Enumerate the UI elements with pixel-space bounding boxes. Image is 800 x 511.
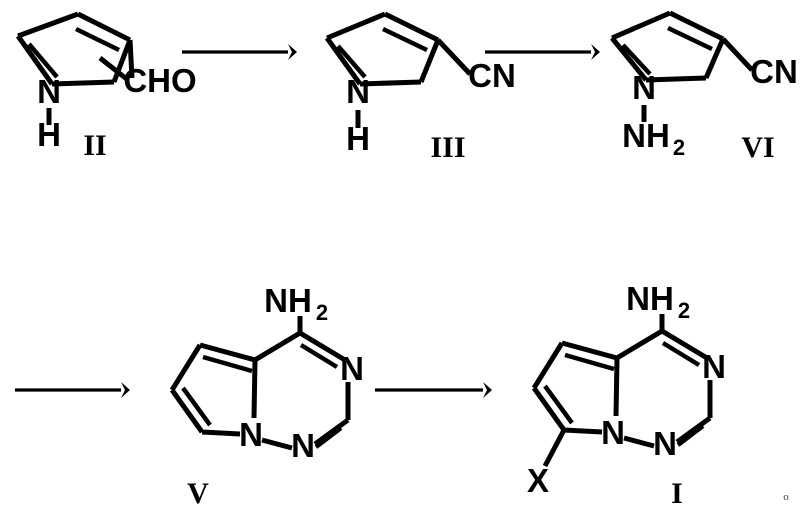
substituent-label-cn-vi: CN [750, 53, 798, 90]
compound-label-II: II [83, 129, 106, 162]
compound-II-structure: N H CHO [15, 11, 197, 153]
compound-V-structure: N N N NH 2 [169, 282, 364, 464]
bond-iii-c2-cn [436, 38, 472, 76]
reaction-arrow-2 [485, 44, 600, 60]
bond-vi-c2-n [703, 38, 726, 79]
atom-label-v-n3: N [340, 350, 364, 387]
substituent-label-x: X [527, 462, 549, 499]
bond-v-c4a-c5 [199, 342, 256, 363]
atom-label-v-n8: N [239, 416, 263, 453]
bond-v-c6-c7 [169, 388, 205, 434]
bond-v-c5-c6 [169, 343, 203, 392]
compound-I-structure: N N N NH 2 X [527, 280, 726, 499]
bond-i-n1-n8 [623, 435, 655, 449]
bond-v-c4a-c4 [253, 330, 302, 363]
double-bond-iii-inner-right [382, 26, 428, 53]
atom-label-i-n8: N [601, 414, 625, 451]
bond-i-c5-c6 [531, 341, 565, 390]
reaction-arrow-4 [375, 382, 492, 398]
bond-i-c6-c7 [531, 386, 567, 432]
bond-i-c7-n8 [563, 427, 603, 435]
bond-v-n1-n8 [261, 437, 293, 451]
atom-label-iii-n-hydrogen: H [346, 120, 370, 157]
amine-subscript-v: 2 [316, 300, 328, 325]
double-bond-i-c4-n3-inner [661, 341, 701, 367]
double-bond-i-c6-c7-inner [543, 384, 574, 425]
substituent-label-cho: CHO [123, 62, 196, 99]
compound-label-V: V [187, 477, 209, 510]
double-bond-iii-inner-left [336, 44, 367, 79]
bond-iii-c3-c2 [383, 11, 440, 43]
double-bond-i-c4a-c5-inner [564, 352, 615, 372]
bond-to-cho-link [98, 56, 130, 82]
atom-label-v-n1: N [291, 427, 315, 464]
substituent-label-cn-iii: CN [468, 57, 516, 94]
bond-i-c4a-c5 [561, 340, 618, 361]
arrow-3-head [121, 382, 130, 398]
arrow-2-head [591, 44, 600, 60]
compound-III-structure: N H CN [324, 11, 516, 157]
atom-label-vi-ring-nitrogen: N [632, 69, 656, 106]
double-bond-v-c4a-c5-inner [202, 354, 253, 374]
bond-c4-c3 [17, 11, 79, 39]
atom-label-i-n3: N [702, 348, 726, 385]
double-bond-v-c6-c7-inner [181, 386, 212, 427]
bond-i-c4-n3 [660, 328, 709, 361]
bond-c2-cho [127, 39, 135, 79]
reaction-arrow-3 [15, 382, 130, 398]
double-bond-inner-left [27, 42, 59, 79]
bond-v-n8-c4a [251, 359, 258, 419]
bond-c2-n [111, 39, 133, 83]
bond-vi-n-c4 [645, 75, 707, 83]
double-bond-inner-right [75, 26, 120, 53]
bond-vi-c2-cn [721, 37, 754, 72]
double-bond-vi-inner-left [621, 43, 652, 76]
bond-iii-c4-c3 [326, 11, 386, 41]
atom-label-i-n1: N [653, 425, 677, 462]
double-bond-i-c2-n1-inner [676, 424, 705, 447]
compound-label-I: I [671, 477, 683, 510]
double-bond-vi-inner-right [667, 25, 713, 52]
bond-i-c2-n1 [675, 415, 712, 445]
amine-label-vi: NH [622, 117, 670, 154]
bond-i-c4a-c4 [615, 328, 664, 361]
atom-label-n-hydrogen: H [37, 116, 61, 153]
compound-VI-structure: N NH 2 CN [610, 10, 798, 160]
corner-mark: o [783, 491, 789, 503]
arrow-1-head [288, 44, 297, 60]
bond-vi-c4-c3 [611, 10, 671, 41]
double-bond-v-c4-n3-inner [299, 343, 339, 369]
bond-c3-c2 [76, 11, 132, 43]
bond-n-c4 [51, 79, 115, 87]
amine-label-i: NH [626, 280, 674, 317]
bond-v-c4-n3 [298, 330, 347, 363]
amine-label-v: NH [264, 282, 312, 319]
bond-v-c2-n1 [313, 417, 350, 447]
bond-i-c7-x [542, 428, 567, 468]
bond-i-n8-c4a [613, 357, 620, 417]
arrow-4-head [483, 382, 492, 398]
bond-iii-n-c4 [359, 79, 422, 87]
bond-vi-c4-c3b [610, 36, 648, 82]
bond-iii-c4-c3b [324, 36, 363, 86]
amine-subscript-i: 2 [678, 298, 690, 323]
compound-label-VI: VI [741, 131, 774, 164]
bond-iii-c2-n [418, 39, 441, 83]
atom-label-iii-nitrogen: N [346, 73, 370, 110]
bond-v-c7-n8 [201, 429, 241, 437]
bond-vi-c3-c2 [668, 10, 725, 42]
reaction-arrow-1 [182, 44, 297, 60]
compound-label-III: III [430, 131, 465, 164]
double-bond-v-c2-n1-inner [314, 426, 343, 449]
atom-label-nitrogen: N [37, 73, 61, 110]
bond-c4-c3b [15, 34, 55, 86]
amine-subscript-vi: 2 [673, 135, 685, 160]
